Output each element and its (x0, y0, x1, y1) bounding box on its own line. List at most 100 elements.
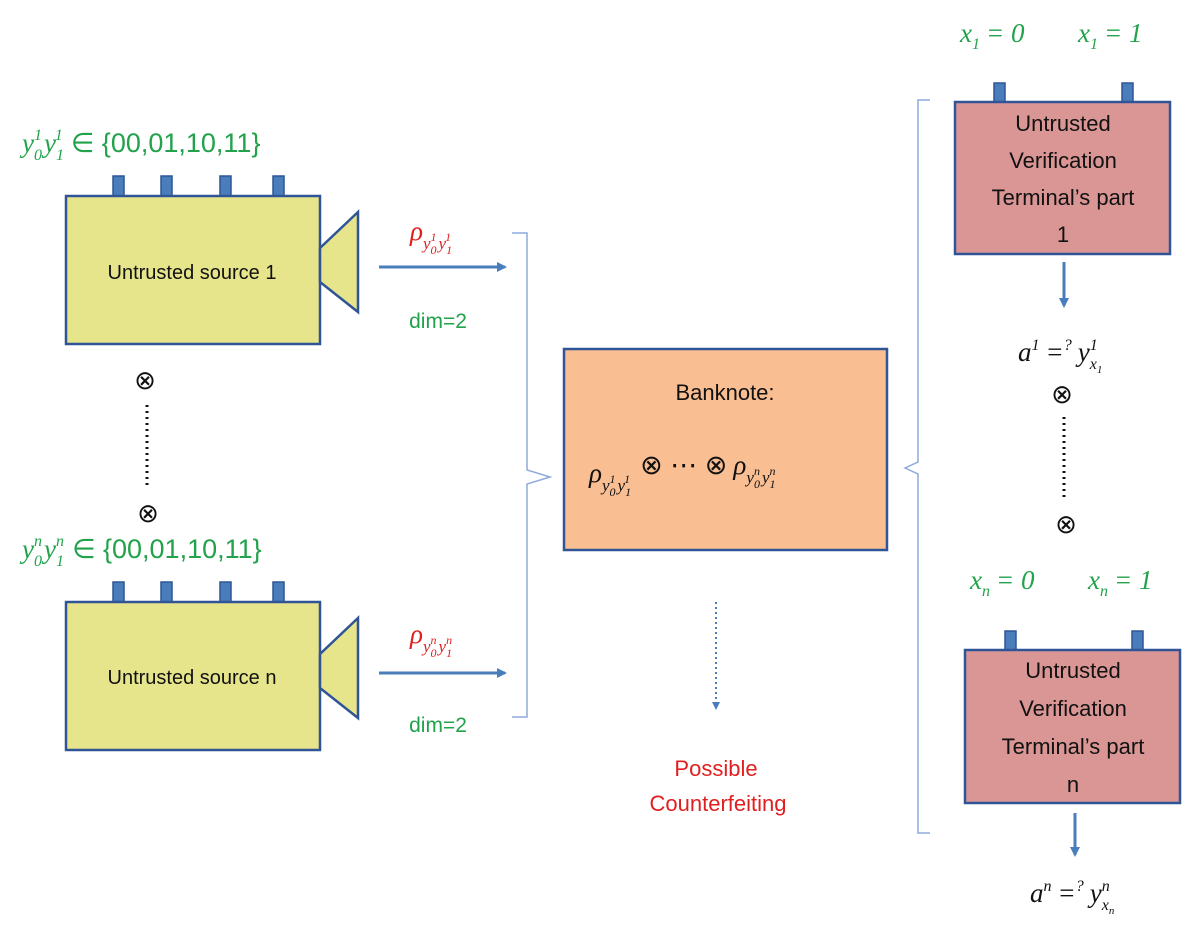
source-n-label: Untrusted source n (108, 667, 277, 689)
terminal-1-line-3: Terminal’s part (992, 185, 1135, 210)
terminal-1-input-1: x1= 1 (1077, 18, 1142, 53)
rho-n-sub0: 0 (431, 646, 437, 660)
left-brace (512, 232, 553, 718)
source-tensor-top: ⊗ (134, 365, 156, 395)
t1-out-y: y (1075, 337, 1090, 367)
rho-n-y0: y (421, 637, 431, 656)
terminal-1-input-0: x1= 0 (959, 18, 1025, 53)
terminal-n-box (963, 648, 1182, 805)
setn-values: ∈ {00,01,10,11} (72, 534, 262, 564)
source-1-port-1 (112, 175, 125, 198)
bn-sub1-1: 1 (625, 485, 630, 499)
counterfeit-line-2: Counterfeiting (650, 791, 787, 816)
tn-out-y: y (1087, 878, 1102, 908)
bn-rho-n: ρ (732, 450, 746, 480)
source-n-dim: dim=2 (409, 714, 467, 737)
bn-sub0-n: 0 (754, 477, 760, 491)
bn-sub1-n: 1 (769, 477, 775, 491)
rho-n-sup1: n (446, 633, 452, 647)
source-n-port-4 (272, 581, 285, 604)
t1-out-q: ? (1064, 337, 1072, 354)
terminal-n-line-2: Verification (1019, 696, 1127, 721)
rho-n-sub1: 1 (446, 646, 452, 660)
tn-out-q: ? (1076, 878, 1084, 895)
rho-1-sup0: 1 (431, 230, 437, 244)
terminal-n-port-1 (1131, 630, 1144, 652)
set-sup-1b: 1 (55, 127, 63, 144)
tn-out-a: a (1030, 878, 1044, 908)
t1-in1-var: x (1077, 18, 1090, 48)
setn-sup-a: n (34, 533, 42, 550)
bn-y1-n: y (760, 468, 770, 487)
terminal-1-box (953, 100, 1172, 256)
terminal-tensor-bottom: ⊗ (1055, 509, 1077, 539)
tn-out-x: x (1101, 897, 1109, 914)
bn-sup0-1: 1 (610, 472, 616, 486)
setn-base-y1: y (41, 534, 56, 564)
t1-out-xsub: 1 (1097, 364, 1103, 376)
source-n-port-3 (219, 581, 232, 604)
tn-in1-sub: n (1100, 583, 1108, 600)
source-1-port-2 (160, 175, 173, 198)
tn-in1-eq: = 1 (1114, 565, 1152, 595)
right-brace (903, 99, 930, 834)
source-n-emitter (318, 615, 360, 721)
rho-1-sub1: 1 (446, 243, 451, 257)
set-values-1: ∈ {00,01,10,11} (71, 128, 261, 158)
set-base-y1: y (41, 128, 56, 158)
source-1-group: y01y11∈ {00,01,10,11} Untrusted source 1… (19, 127, 507, 346)
t1-out-rel: = (1046, 337, 1064, 367)
source-1-label: Untrusted source 1 (108, 262, 277, 284)
bn-sup1-1: 1 (624, 472, 630, 486)
bn-y0-n: y (744, 468, 754, 487)
bn-y0-1: y (600, 476, 610, 495)
terminal-n-port-0 (1004, 630, 1017, 652)
t1-out-ysup: 1 (1090, 337, 1098, 354)
banknote-box (562, 347, 889, 552)
t1-in0-var: x (959, 18, 972, 48)
setn-sub-1: 1 (56, 553, 64, 570)
terminal-1-line-4: 1 (1057, 222, 1069, 247)
source-tensor-bottom: ⊗ (137, 498, 159, 528)
source-n-set-label: y0ny1n∈ {00,01,10,11} (19, 533, 262, 570)
terminal-n-input-0: xn= 0 (969, 565, 1035, 600)
tn-in0-var: x (969, 565, 982, 595)
setn-base-y0: y (19, 534, 34, 564)
tn-in0-sub: n (982, 583, 990, 600)
source-1-port-4 (272, 175, 285, 198)
source-1-set-label: y01y11∈ {00,01,10,11} (19, 127, 260, 164)
terminal-n-group: xn= 0 xn= 1 Untrusted Verification Termi… (963, 565, 1182, 917)
set-sub-1: 1 (56, 147, 63, 164)
set-sup-1a: 1 (34, 127, 42, 144)
bn-sup1-n: n (769, 464, 775, 478)
set-sub-0: 0 (34, 147, 42, 164)
rho-n-y1: y (437, 637, 447, 656)
rho-1-y1: y (437, 234, 447, 253)
terminal-1-line-2: Verification (1009, 148, 1117, 173)
t1-in0-eq: = 0 (986, 18, 1025, 48)
t1-out-sup: 1 (1032, 337, 1040, 354)
tn-out-ysup: n (1102, 878, 1110, 895)
source-n-group: y0ny1n∈ {00,01,10,11} Untrusted source n… (19, 533, 507, 752)
source-n-box (64, 600, 322, 752)
source-1-dim: dim=2 (409, 310, 467, 333)
counterfeit-line-1: Possible (674, 756, 757, 781)
source-n-port-1 (112, 581, 125, 604)
tn-in1-var: x (1087, 565, 1100, 595)
rho-n: ρ (409, 619, 423, 649)
tn-out-xsub: n (1109, 905, 1115, 917)
terminal-n-input-1: xn = 1 (1087, 565, 1152, 600)
terminal-n-line-3: Terminal’s part (1002, 734, 1145, 759)
rho-n-sup0: n (431, 633, 437, 647)
set-base-y0: y (19, 128, 34, 158)
terminal-tensor-top: ⊗ (1051, 379, 1073, 409)
terminal-n-line-1: Untrusted (1025, 658, 1120, 683)
setn-sup-b: n (56, 533, 64, 550)
bn-rho-1: ρ (588, 458, 602, 488)
terminal-1-group: x1= 0 x1= 1 Untrusted Verification Termi… (953, 18, 1172, 376)
rho-1-sup1: 1 (445, 230, 451, 244)
